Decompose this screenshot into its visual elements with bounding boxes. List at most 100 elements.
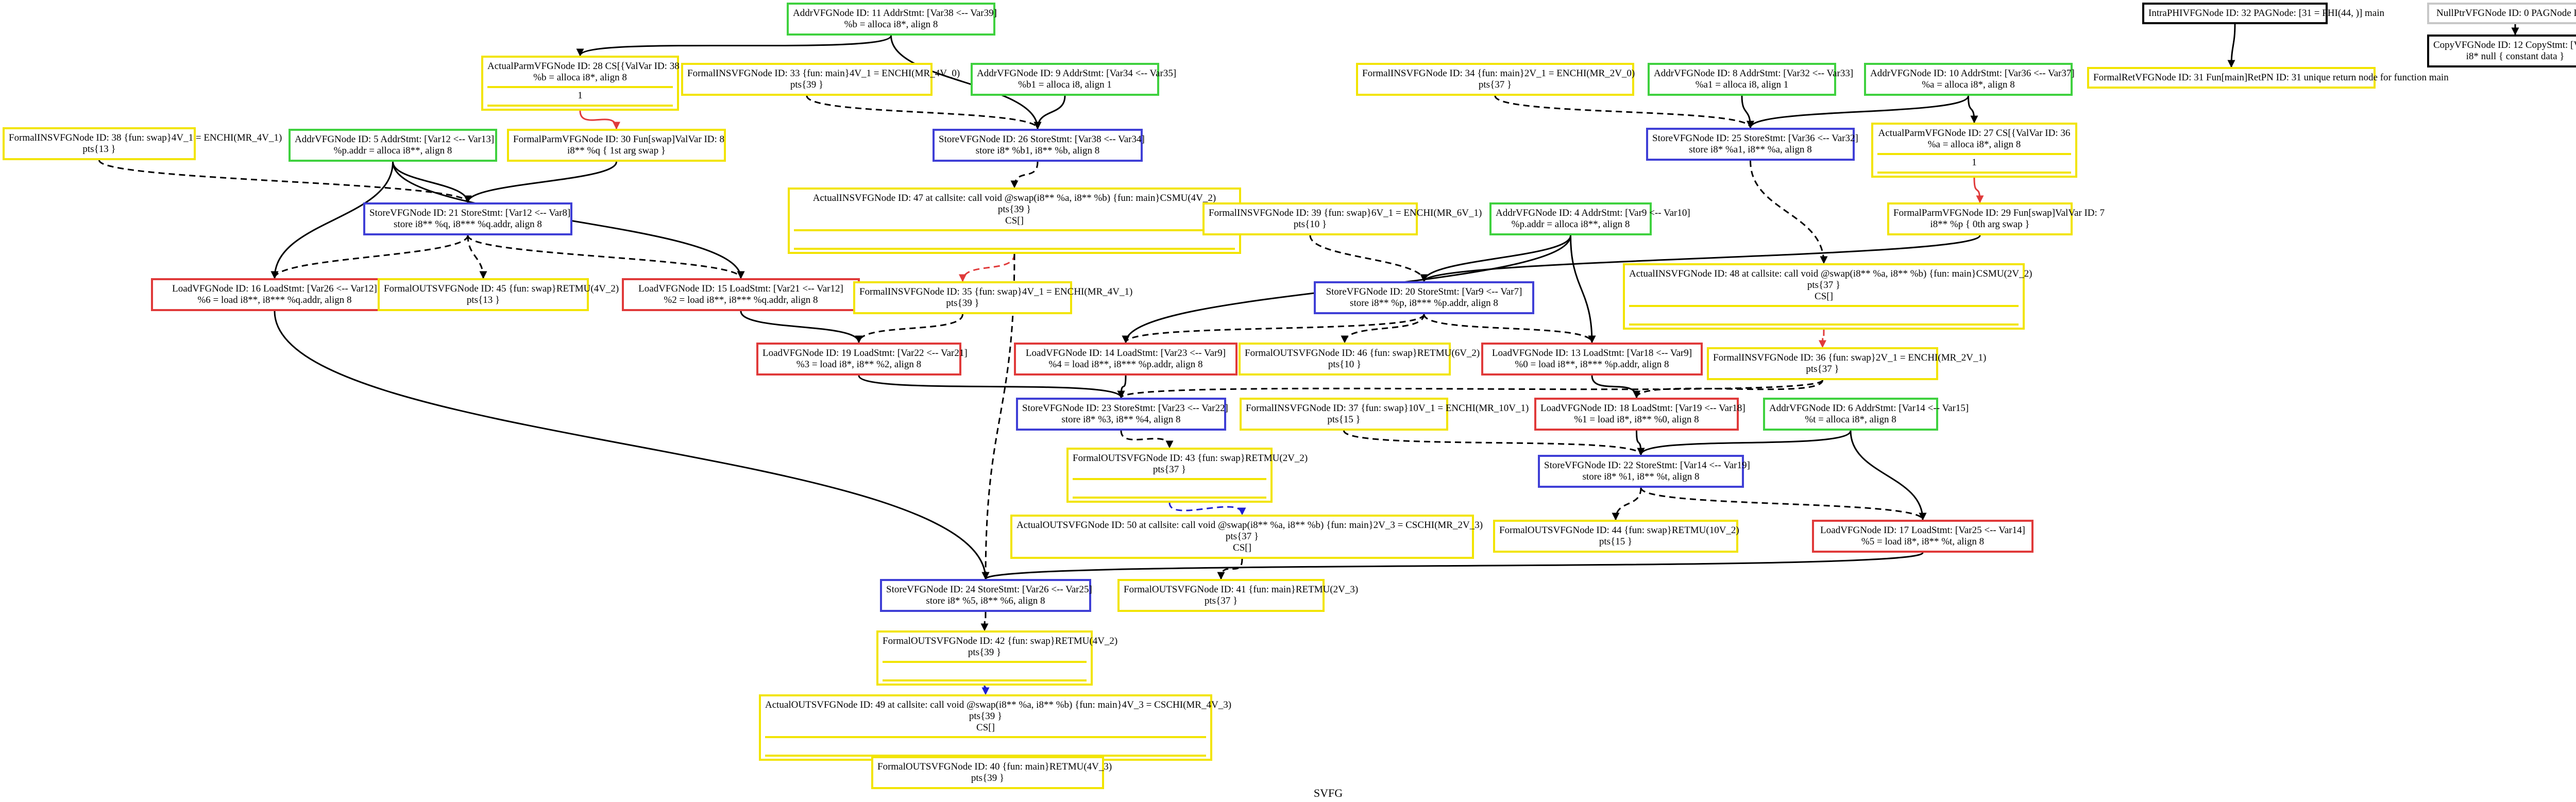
vfg-node-11[interactable]: AddrVFGNode ID: 11 AddrStmt: [Var38 <-- …: [787, 3, 997, 36]
node-text-line: FormalINSVFGNode ID: 39 {fun: swap}6V_1 …: [1209, 208, 1482, 218]
vfg-node-14[interactable]: LoadVFGNode ID: 14 LoadStmt: [Var23 <-- …: [1014, 343, 1238, 376]
vfg-node-28[interactable]: ActualParmVFGNode ID: 28 CS[{ValVar ID: …: [481, 56, 680, 111]
node-text-line: %a = alloca i8*, align 8: [1922, 79, 2015, 90]
edge-22-to-17: [1640, 487, 1927, 521]
node-text-line: AddrVFGNode ID: 6 AddrStmt: [Var14 <-- V…: [1769, 403, 1969, 414]
node-text-line: i8** %p { 0th arg swap }: [1930, 219, 2030, 230]
vfg-node-20[interactable]: StoreVFGNode ID: 20 StoreStmt: [Var9 <--…: [1314, 281, 1534, 314]
vfg-node-0[interactable]: NullPtrVFGNode ID: 0 PAGNode ID: 0: [2427, 3, 2576, 24]
vfg-node-46[interactable]: FormalOUTSVFGNode ID: 46 {fun: swap}RETM…: [1239, 343, 1480, 376]
vfg-node-25[interactable]: StoreVFGNode ID: 25 StoreStmt: [Var36 <-…: [1646, 128, 1858, 161]
node-text-line: StoreVFGNode ID: 22 StoreStmt: [Var14 <-…: [1544, 460, 1750, 471]
edge-20-to-46: [1341, 314, 1425, 344]
node-text-line: %a1 = alloca i8, align 1: [1695, 79, 1789, 90]
node-text-line: pts{37 }: [1225, 531, 1259, 542]
edge-6-to-22: [1637, 430, 1852, 456]
vfg-node-48[interactable]: ActualINSVFGNode ID: 48 at callsite: cal…: [1623, 263, 2032, 330]
node-text-line: FormalParmVFGNode ID: 29 Fun[swap]ValVar…: [1893, 208, 2105, 218]
node-separator: [765, 736, 1206, 738]
edge-18-to-22: [1636, 430, 1645, 456]
vfg-node-35[interactable]: FormalINSVFGNode ID: 35 {fun: swap}4V_1 …: [853, 281, 1133, 314]
vfg-node-18[interactable]: LoadVFGNode ID: 18 LoadStmt: [Var19 <-- …: [1534, 398, 1745, 431]
node-text-line: StoreVFGNode ID: 26 StoreStmt: [Var38 <-…: [939, 134, 1145, 145]
vfg-node-41[interactable]: FormalOUTSVFGNode ID: 41 {fun: main}RETM…: [1117, 579, 1359, 612]
node-text-line: ActualParmVFGNode ID: 27 CS[{ValVar ID: …: [1878, 128, 2071, 139]
node-separator: [765, 755, 1206, 757]
edge-30-to-21: [464, 161, 617, 203]
vfg-node-40[interactable]: FormalOUTSVFGNode ID: 40 {fun: main}RETM…: [871, 756, 1112, 789]
vfg-node-33[interactable]: FormalINSVFGNode ID: 33 {fun: main}4V_1 …: [681, 63, 960, 96]
node-text-line: CS[]: [1815, 291, 1833, 302]
vfg-node-45[interactable]: FormalOUTSVFGNode ID: 45 {fun: swap}RETM…: [378, 278, 619, 311]
vfg-node-34[interactable]: FormalINSVFGNode ID: 34 {fun: main}2V_1 …: [1356, 63, 1635, 96]
node-footer-line: 1: [578, 90, 583, 101]
vfg-node-17[interactable]: LoadVFGNode ID: 17 LoadStmt: [Var25 <-- …: [1812, 520, 2033, 553]
node-text-line: FormalParmVFGNode ID: 30 Fun[swap]ValVar…: [513, 134, 725, 145]
node-text-line: pts{10 }: [1328, 359, 1362, 370]
node-text-line: FormalOUTSVFGNode ID: 43 {fun: swap}RETM…: [1073, 453, 1308, 464]
vfg-node-31[interactable]: FormalRetVFGNode ID: 31 Fun[main]RetPN I…: [2087, 67, 2449, 89]
vfg-node-6[interactable]: AddrVFGNode ID: 6 AddrStmt: [Var14 <-- V…: [1763, 398, 1969, 431]
node-text-line: store i8* %1, i8** %t, align 8: [1582, 471, 1700, 482]
vfg-node-47[interactable]: ActualINSVFGNode ID: 47 at callsite: cal…: [788, 187, 1241, 254]
edge-24-to-42: [980, 611, 989, 632]
vfg-node-19[interactable]: LoadVFGNode ID: 19 LoadStmt: [Var22 <-- …: [756, 343, 968, 376]
vfg-node-13[interactable]: LoadVFGNode ID: 13 LoadStmt: [Var18 <-- …: [1481, 343, 1703, 376]
vfg-node-36[interactable]: FormalINSVFGNode ID: 36 {fun: swap}2V_1 …: [1707, 347, 1986, 380]
node-text-line: pts{37 }: [1204, 595, 1238, 606]
node-text-line: StoreVFGNode ID: 21 StoreStmt: [Var12 <-…: [369, 208, 571, 218]
node-text-line: AddrVFGNode ID: 5 AddrStmt: [Var12 <-- V…: [295, 134, 495, 145]
vfg-node-27[interactable]: ActualParmVFGNode ID: 27 CS[{ValVar ID: …: [1871, 123, 2077, 178]
edge-48-to-36: [1819, 329, 1827, 348]
vfg-node-21[interactable]: StoreVFGNode ID: 21 StoreStmt: [Var12 <-…: [363, 202, 572, 235]
node-footer-line: 1: [1972, 157, 1977, 168]
vfg-node-38[interactable]: FormalINSVFGNode ID: 38 {fun: swap}4V_1 …: [3, 127, 282, 160]
edge-29-to-20: [1420, 235, 1981, 282]
node-text-line: %p.addr = alloca i8**, align 8: [1511, 219, 1630, 230]
edge-33-to-26: [806, 95, 1042, 130]
vfg-node-30[interactable]: FormalParmVFGNode ID: 30 Fun[swap]ValVar…: [507, 129, 726, 162]
node-text-line: pts{15 }: [1327, 414, 1361, 425]
vfg-node-9[interactable]: AddrVFGNode ID: 9 AddrStmt: [Var34 <-- V…: [971, 63, 1176, 96]
edge-26-to-47: [1010, 161, 1039, 189]
node-text-line: %a = alloca i8*, align 8: [1927, 139, 2021, 150]
vfg-node-42[interactable]: FormalOUTSVFGNode ID: 42 {fun: swap}RETM…: [876, 630, 1117, 686]
vfg-node-8[interactable]: AddrVFGNode ID: 8 AddrStmt: [Var32 <-- V…: [1648, 63, 1853, 96]
vfg-node-16[interactable]: LoadVFGNode ID: 16 LoadStmt: [Var26 <-- …: [151, 278, 398, 311]
vfg-node-24[interactable]: StoreVFGNode ID: 24 StoreStmt: [Var26 <-…: [880, 579, 1092, 612]
vfg-node-43[interactable]: FormalOUTSVFGNode ID: 43 {fun: swap}RETM…: [1066, 448, 1308, 503]
node-text-line: LoadVFGNode ID: 19 LoadStmt: [Var22 <-- …: [762, 348, 968, 359]
vfg-node-44[interactable]: FormalOUTSVFGNode ID: 44 {fun: swap}RETM…: [1493, 520, 1739, 553]
node-text-line: store i8* %b1, i8** %b, align 8: [975, 145, 1100, 156]
vfg-node-26[interactable]: StoreVFGNode ID: 26 StoreStmt: [Var38 <-…: [933, 129, 1145, 162]
vfg-node-15[interactable]: LoadVFGNode ID: 15 LoadStmt: [Var21 <-- …: [622, 278, 860, 311]
edge-21-to-45: [467, 235, 487, 279]
node-text-line: FormalRetVFGNode ID: 31 Fun[main]RetPN I…: [2093, 72, 2449, 83]
node-text-line: CS[]: [976, 722, 995, 733]
node-text-line: %3 = load i8*, i8** %2, align 8: [796, 359, 922, 370]
vfg-node-22[interactable]: StoreVFGNode ID: 22 StoreStmt: [Var14 <-…: [1538, 455, 1750, 488]
vfg-node-39[interactable]: FormalINSVFGNode ID: 39 {fun: swap}6V_1 …: [1202, 202, 1482, 235]
node-text-line: store i8** %p, i8*** %p.addr, align 8: [1350, 298, 1498, 309]
vfg-node-5[interactable]: AddrVFGNode ID: 5 AddrStmt: [Var12 <-- V…: [289, 129, 497, 162]
node-text-line: FormalINSVFGNode ID: 35 {fun: swap}4V_1 …: [859, 286, 1133, 297]
vfg-node-32[interactable]: IntraPHIVFGNode ID: 32 PAGNode: [31 = PH…: [2142, 3, 2384, 24]
node-text-line: pts{39 }: [969, 711, 1003, 722]
vfg-node-10[interactable]: AddrVFGNode ID: 10 AddrStmt: [Var36 <-- …: [1864, 63, 2075, 96]
vfg-node-4[interactable]: AddrVFGNode ID: 4 AddrStmt: [Var9 <-- Va…: [1489, 202, 1690, 235]
edge-37-to-22: [1343, 430, 1645, 456]
node-footer-line: [883, 665, 1087, 679]
node-text-line: %b = alloca i8*, align 8: [533, 72, 627, 83]
vfg-node-37[interactable]: FormalINSVFGNode ID: 37 {fun: swap}10V_1…: [1240, 398, 1529, 431]
vfg-node-29[interactable]: FormalParmVFGNode ID: 29 Fun[swap]ValVar…: [1887, 202, 2105, 235]
vfg-node-23[interactable]: StoreVFGNode ID: 23 StoreStmt: [Var23 <-…: [1016, 398, 1228, 431]
vfg-node-12[interactable]: CopyVFGNode ID: 12 CopyStmt: [Var1 <-- V…: [2427, 35, 2576, 67]
vfg-node-50[interactable]: ActualOUTSVFGNode ID: 50 at callsite: ca…: [1010, 515, 1483, 559]
vfg-node-49[interactable]: ActualOUTSVFGNode ID: 49 at callsite: ca…: [759, 694, 1231, 761]
edge-23-to-43: [1120, 430, 1174, 449]
node-text-line: FormalOUTSVFGNode ID: 41 {fun: main}RETM…: [1124, 584, 1359, 595]
node-separator: [1877, 153, 2071, 155]
node-text-line: pts{39 }: [971, 773, 1005, 783]
node-separator: [794, 248, 1235, 250]
